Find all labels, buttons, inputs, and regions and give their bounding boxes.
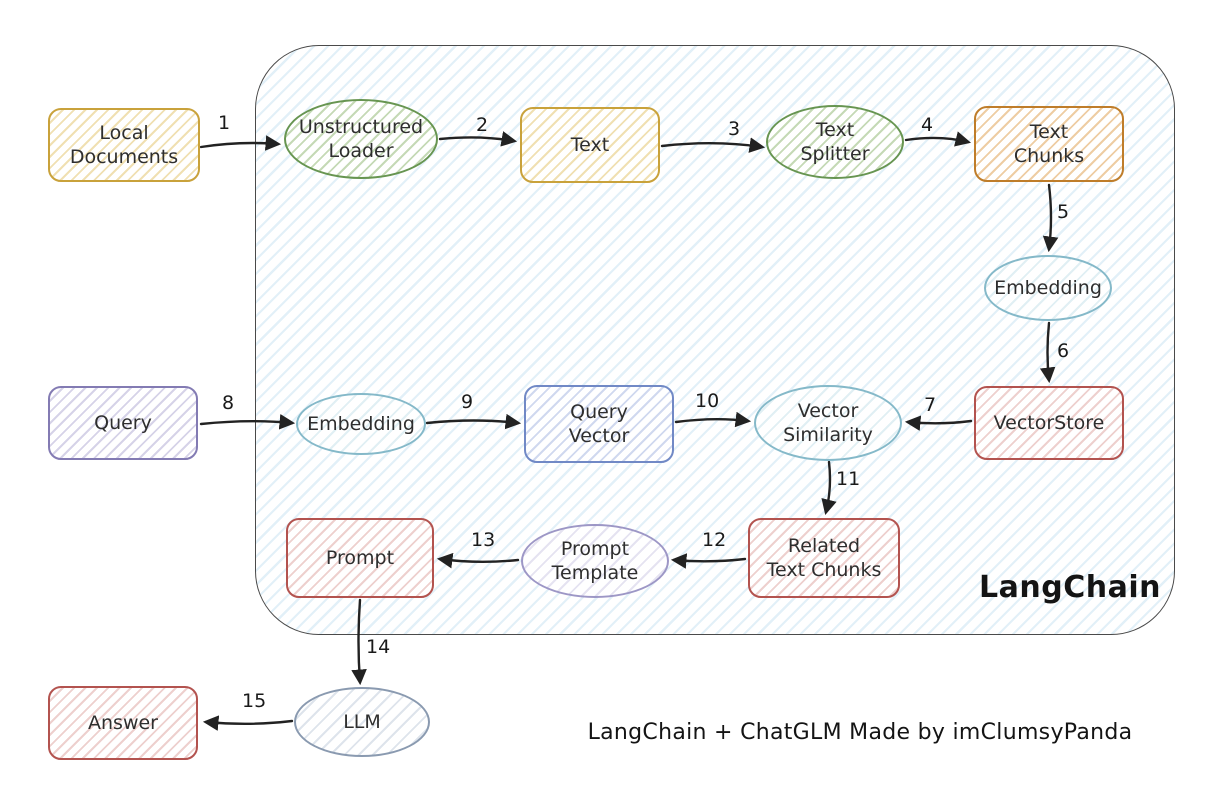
- node-text-splitter: Text Splitter: [766, 105, 904, 179]
- langchain-label: LangChain: [979, 570, 1161, 605]
- node-text: Text: [520, 107, 660, 183]
- node-embedding-mid: Embedding: [296, 393, 426, 455]
- node-text-chunks: Text Chunks: [974, 106, 1124, 182]
- edge-label-6: 6: [1057, 340, 1070, 362]
- node-unstructured-loader: Unstructured Loader: [284, 99, 438, 179]
- edge-label-13: 13: [471, 529, 496, 551]
- node-query: Query: [48, 386, 198, 460]
- node-vectorstore: VectorStore: [974, 386, 1124, 460]
- edge-label-12: 12: [702, 529, 727, 551]
- node-llm: LLM: [294, 687, 430, 757]
- edge-label-9: 9: [461, 391, 474, 413]
- edge-label-5: 5: [1057, 201, 1070, 223]
- edge-label-4: 4: [921, 114, 934, 136]
- edge-label-7: 7: [924, 394, 937, 416]
- node-vector-similarity: Vector Similarity: [754, 385, 902, 461]
- edge-label-2: 2: [476, 114, 489, 136]
- node-embedding-top: Embedding: [984, 255, 1112, 321]
- edge-label-11: 11: [836, 468, 861, 490]
- node-query-vector: Query Vector: [524, 385, 674, 463]
- edge-label-10: 10: [695, 390, 720, 412]
- node-answer: Answer: [48, 686, 198, 760]
- edge-label-15: 15: [242, 690, 267, 712]
- node-related-text-chunks: Related Text Chunks: [748, 518, 900, 598]
- edge-label-14: 14: [366, 636, 391, 658]
- node-prompt-template: Prompt Template: [521, 524, 669, 598]
- caption: LangChain + ChatGLM Made by imClumsyPand…: [587, 720, 1133, 745]
- node-local-documents: Local Documents: [48, 108, 200, 182]
- edge-label-3: 3: [728, 118, 741, 140]
- arrow-15: [202, 715, 294, 731]
- node-prompt: Prompt: [286, 518, 434, 598]
- edge-label-8: 8: [222, 392, 235, 414]
- edge-label-1: 1: [218, 112, 231, 134]
